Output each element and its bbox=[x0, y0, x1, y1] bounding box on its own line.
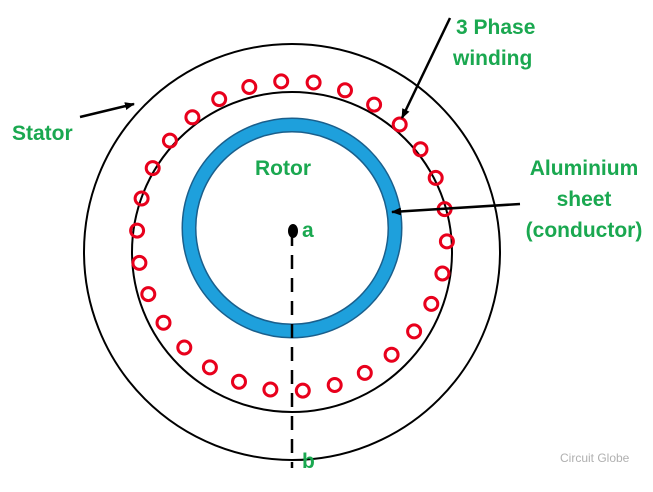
winding-conductor bbox=[201, 359, 218, 376]
winding-conductor bbox=[366, 96, 383, 113]
watermark: Circuit Globe bbox=[560, 451, 630, 465]
winding-label-line1: 3 Phase bbox=[456, 16, 535, 39]
rotor-label: Rotor bbox=[255, 157, 311, 180]
point-b-label: b bbox=[302, 450, 315, 473]
winding-conductor bbox=[133, 190, 150, 207]
winding-conductor bbox=[406, 323, 423, 340]
winding-conductor bbox=[273, 73, 290, 90]
winding-conductor bbox=[231, 373, 247, 390]
winding-conductor bbox=[305, 74, 322, 91]
stator-arrow bbox=[79, 102, 135, 119]
winding-conductor bbox=[294, 382, 311, 399]
winding-conductor bbox=[427, 169, 444, 186]
winding-conductor bbox=[262, 381, 279, 398]
point-a-dot bbox=[288, 224, 298, 238]
winding-conductor bbox=[438, 233, 455, 250]
winding-conductor bbox=[337, 82, 353, 99]
winding-conductor bbox=[356, 364, 373, 381]
winding-conductor bbox=[412, 141, 429, 158]
stator-inner-circle bbox=[131, 91, 453, 413]
aluminium-label-line2: sheet bbox=[557, 188, 612, 211]
stator-label: Stator bbox=[12, 122, 73, 145]
winding-conductor bbox=[241, 79, 258, 95]
aluminium-label-line3: (conductor) bbox=[526, 219, 643, 242]
winding-conductor bbox=[211, 91, 228, 108]
winding-conductor bbox=[140, 286, 157, 303]
aluminium-arrow bbox=[391, 202, 521, 216]
winding-conductor bbox=[326, 377, 343, 393]
winding-conductor bbox=[176, 339, 193, 356]
winding-conductor bbox=[131, 254, 148, 271]
winding-conductor bbox=[391, 116, 408, 133]
winding-conductor bbox=[184, 109, 201, 126]
stator-outer-circle bbox=[83, 43, 501, 461]
winding-conductor bbox=[155, 314, 172, 331]
point-a-label: a bbox=[302, 219, 314, 242]
aluminium-label-line1: Aluminium bbox=[530, 157, 639, 180]
winding-label-line2: winding bbox=[452, 47, 532, 70]
winding-conductor bbox=[383, 346, 400, 363]
winding-conductor bbox=[144, 160, 161, 177]
winding-conductor bbox=[434, 265, 451, 282]
winding-conductor bbox=[129, 222, 146, 239]
winding-conductor bbox=[161, 132, 178, 149]
winding-arrow bbox=[400, 17, 452, 119]
winding-conductor bbox=[423, 295, 440, 312]
